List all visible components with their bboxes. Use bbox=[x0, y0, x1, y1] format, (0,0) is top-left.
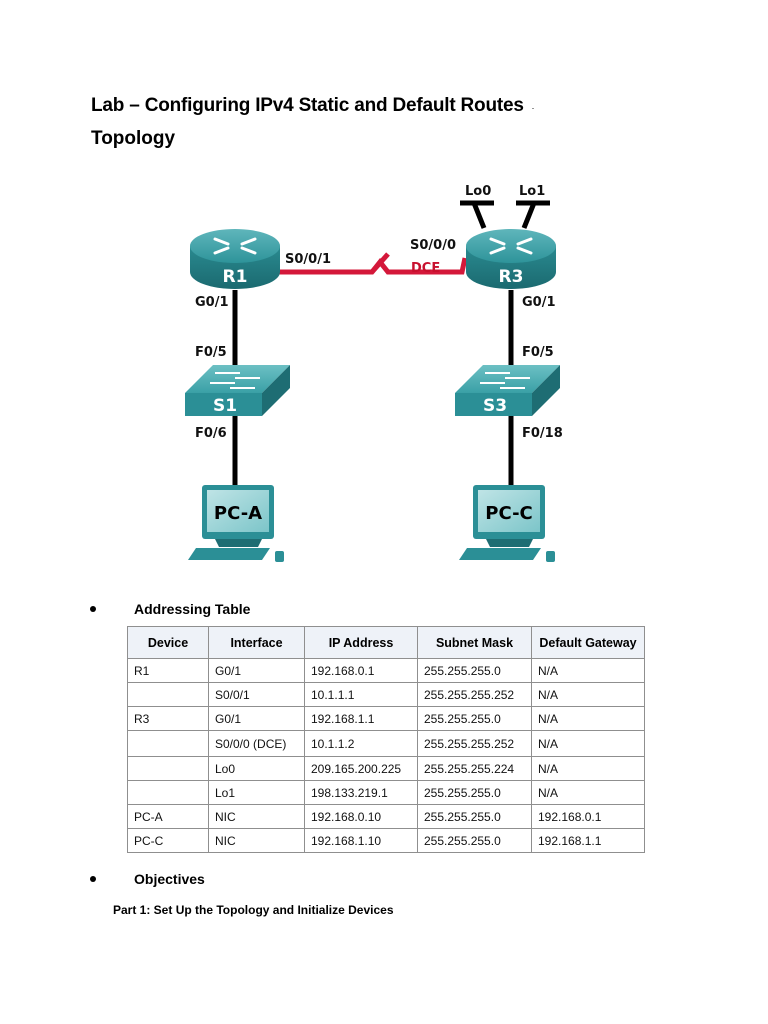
table-cell: 255.255.255.0 bbox=[417, 658, 532, 683]
column-header: Subnet Mask bbox=[417, 626, 532, 659]
table-cell: N/A bbox=[531, 756, 645, 781]
objectives-heading: Objectives bbox=[90, 871, 205, 887]
column-header: Device bbox=[127, 626, 209, 659]
pc-c-icon: PC-C bbox=[459, 485, 555, 562]
serial-link bbox=[278, 257, 468, 275]
table-cell: R1 bbox=[127, 658, 209, 683]
table-cell: G0/1 bbox=[208, 658, 305, 683]
table-header-row: Device Interface IP Address Subnet Mask … bbox=[127, 626, 645, 659]
s3-f018-label: F0/18 bbox=[522, 426, 563, 441]
table-cell bbox=[127, 730, 209, 757]
table-cell: S0/0/0 (DCE) bbox=[208, 730, 305, 757]
lo0-stub bbox=[471, 202, 487, 229]
r1-serial-label: S0/0/1 bbox=[285, 252, 331, 267]
column-header: Interface bbox=[208, 626, 305, 659]
table-cell: G0/1 bbox=[208, 706, 305, 731]
router-r1-label: R1 bbox=[223, 267, 248, 287]
lo1-stub bbox=[521, 202, 537, 229]
topology-diagram: R1 R3 S1 bbox=[185, 184, 563, 562]
bullet-icon bbox=[90, 876, 96, 883]
table-cell: 10.1.1.1 bbox=[304, 682, 418, 707]
column-header: Default Gateway bbox=[531, 626, 645, 659]
table-cell bbox=[127, 780, 209, 805]
s3-f05-label: F0/5 bbox=[522, 345, 554, 360]
table-cell: N/A bbox=[531, 658, 645, 683]
s1-f06-label: F0/6 bbox=[195, 426, 227, 441]
table-cell: PC-C bbox=[127, 828, 209, 853]
table-cell: Lo0 bbox=[208, 756, 305, 781]
table-cell: 198.133.219.1 bbox=[304, 780, 418, 805]
table-cell: 192.168.0.1 bbox=[531, 804, 645, 829]
table-cell: S0/0/1 bbox=[208, 682, 305, 707]
router-r3-icon: R3 bbox=[466, 229, 556, 289]
s1-f05-label: F0/5 bbox=[195, 345, 227, 360]
part1-heading: Part 1: Set Up the Topology and Initiali… bbox=[113, 903, 394, 917]
pc-a-label: PC-A bbox=[214, 503, 262, 524]
column-header: IP Address bbox=[304, 626, 418, 659]
table-cell: N/A bbox=[531, 706, 645, 731]
page-title-text: Lab – Configuring IPv4 Static and Defaul… bbox=[91, 95, 524, 116]
table-cell: NIC bbox=[208, 804, 305, 829]
bullet-icon bbox=[90, 606, 96, 613]
switch-s3-label: S3 bbox=[483, 396, 507, 416]
table-cell bbox=[127, 756, 209, 781]
page-title: Lab – Configuring IPv4 Static and Defaul… bbox=[91, 95, 534, 117]
table-cell: 192.168.1.1 bbox=[304, 706, 418, 731]
table-cell: 255.255.255.0 bbox=[417, 780, 532, 805]
table-cell bbox=[127, 682, 209, 707]
pc-c-label: PC-C bbox=[485, 503, 533, 524]
lo0-label: Lo0 bbox=[465, 184, 491, 199]
r1-g01-label: G0/1 bbox=[195, 295, 229, 310]
switch-s1-label: S1 bbox=[213, 396, 237, 416]
addressing-heading: Addressing Table bbox=[90, 601, 250, 617]
serial-zigzag bbox=[370, 252, 390, 274]
table-cell: 192.168.0.1 bbox=[304, 658, 418, 683]
table-cell: N/A bbox=[531, 780, 645, 805]
table-cell: 255.255.255.0 bbox=[417, 706, 532, 731]
table-cell: 10.1.1.2 bbox=[304, 730, 418, 757]
dce-label: DCE bbox=[411, 261, 440, 276]
addressing-table: Device Interface IP Address Subnet Mask … bbox=[127, 626, 645, 853]
table-cell: 255.255.255.0 bbox=[417, 828, 532, 853]
switch-s1-icon: S1 bbox=[185, 365, 290, 416]
addressing-heading-text: Addressing Table bbox=[134, 601, 251, 617]
table-cell: 255.255.255.0 bbox=[417, 804, 532, 829]
title-mark: . bbox=[531, 100, 535, 111]
table-cell: 192.168.1.10 bbox=[304, 828, 418, 853]
table-cell: Lo1 bbox=[208, 780, 305, 805]
objectives-heading-text: Objectives bbox=[134, 871, 205, 887]
table-cell: 255.255.255.252 bbox=[417, 730, 532, 757]
lo1-label: Lo1 bbox=[519, 184, 545, 199]
topology-heading: Topology bbox=[91, 128, 176, 149]
table-cell: NIC bbox=[208, 828, 305, 853]
router-r3-label: R3 bbox=[499, 267, 524, 287]
table-cell: N/A bbox=[531, 682, 645, 707]
table-cell: 255.255.255.252 bbox=[417, 682, 532, 707]
table-cell: R3 bbox=[127, 706, 209, 731]
table-cell: 192.168.0.10 bbox=[304, 804, 418, 829]
pc-a-icon: PC-A bbox=[188, 485, 284, 562]
table-cell: 192.168.1.1 bbox=[531, 828, 645, 853]
switch-s3-icon: S3 bbox=[455, 365, 560, 416]
table-cell: N/A bbox=[531, 730, 645, 757]
table-cell: PC-A bbox=[127, 804, 209, 829]
r3-g01-label: G0/1 bbox=[522, 295, 556, 310]
r3-serial-label: S0/0/0 bbox=[410, 238, 456, 253]
table-cell: 255.255.255.224 bbox=[417, 756, 532, 781]
table-cell: 209.165.200.225 bbox=[304, 756, 418, 781]
router-r1-icon: R1 bbox=[190, 229, 280, 289]
